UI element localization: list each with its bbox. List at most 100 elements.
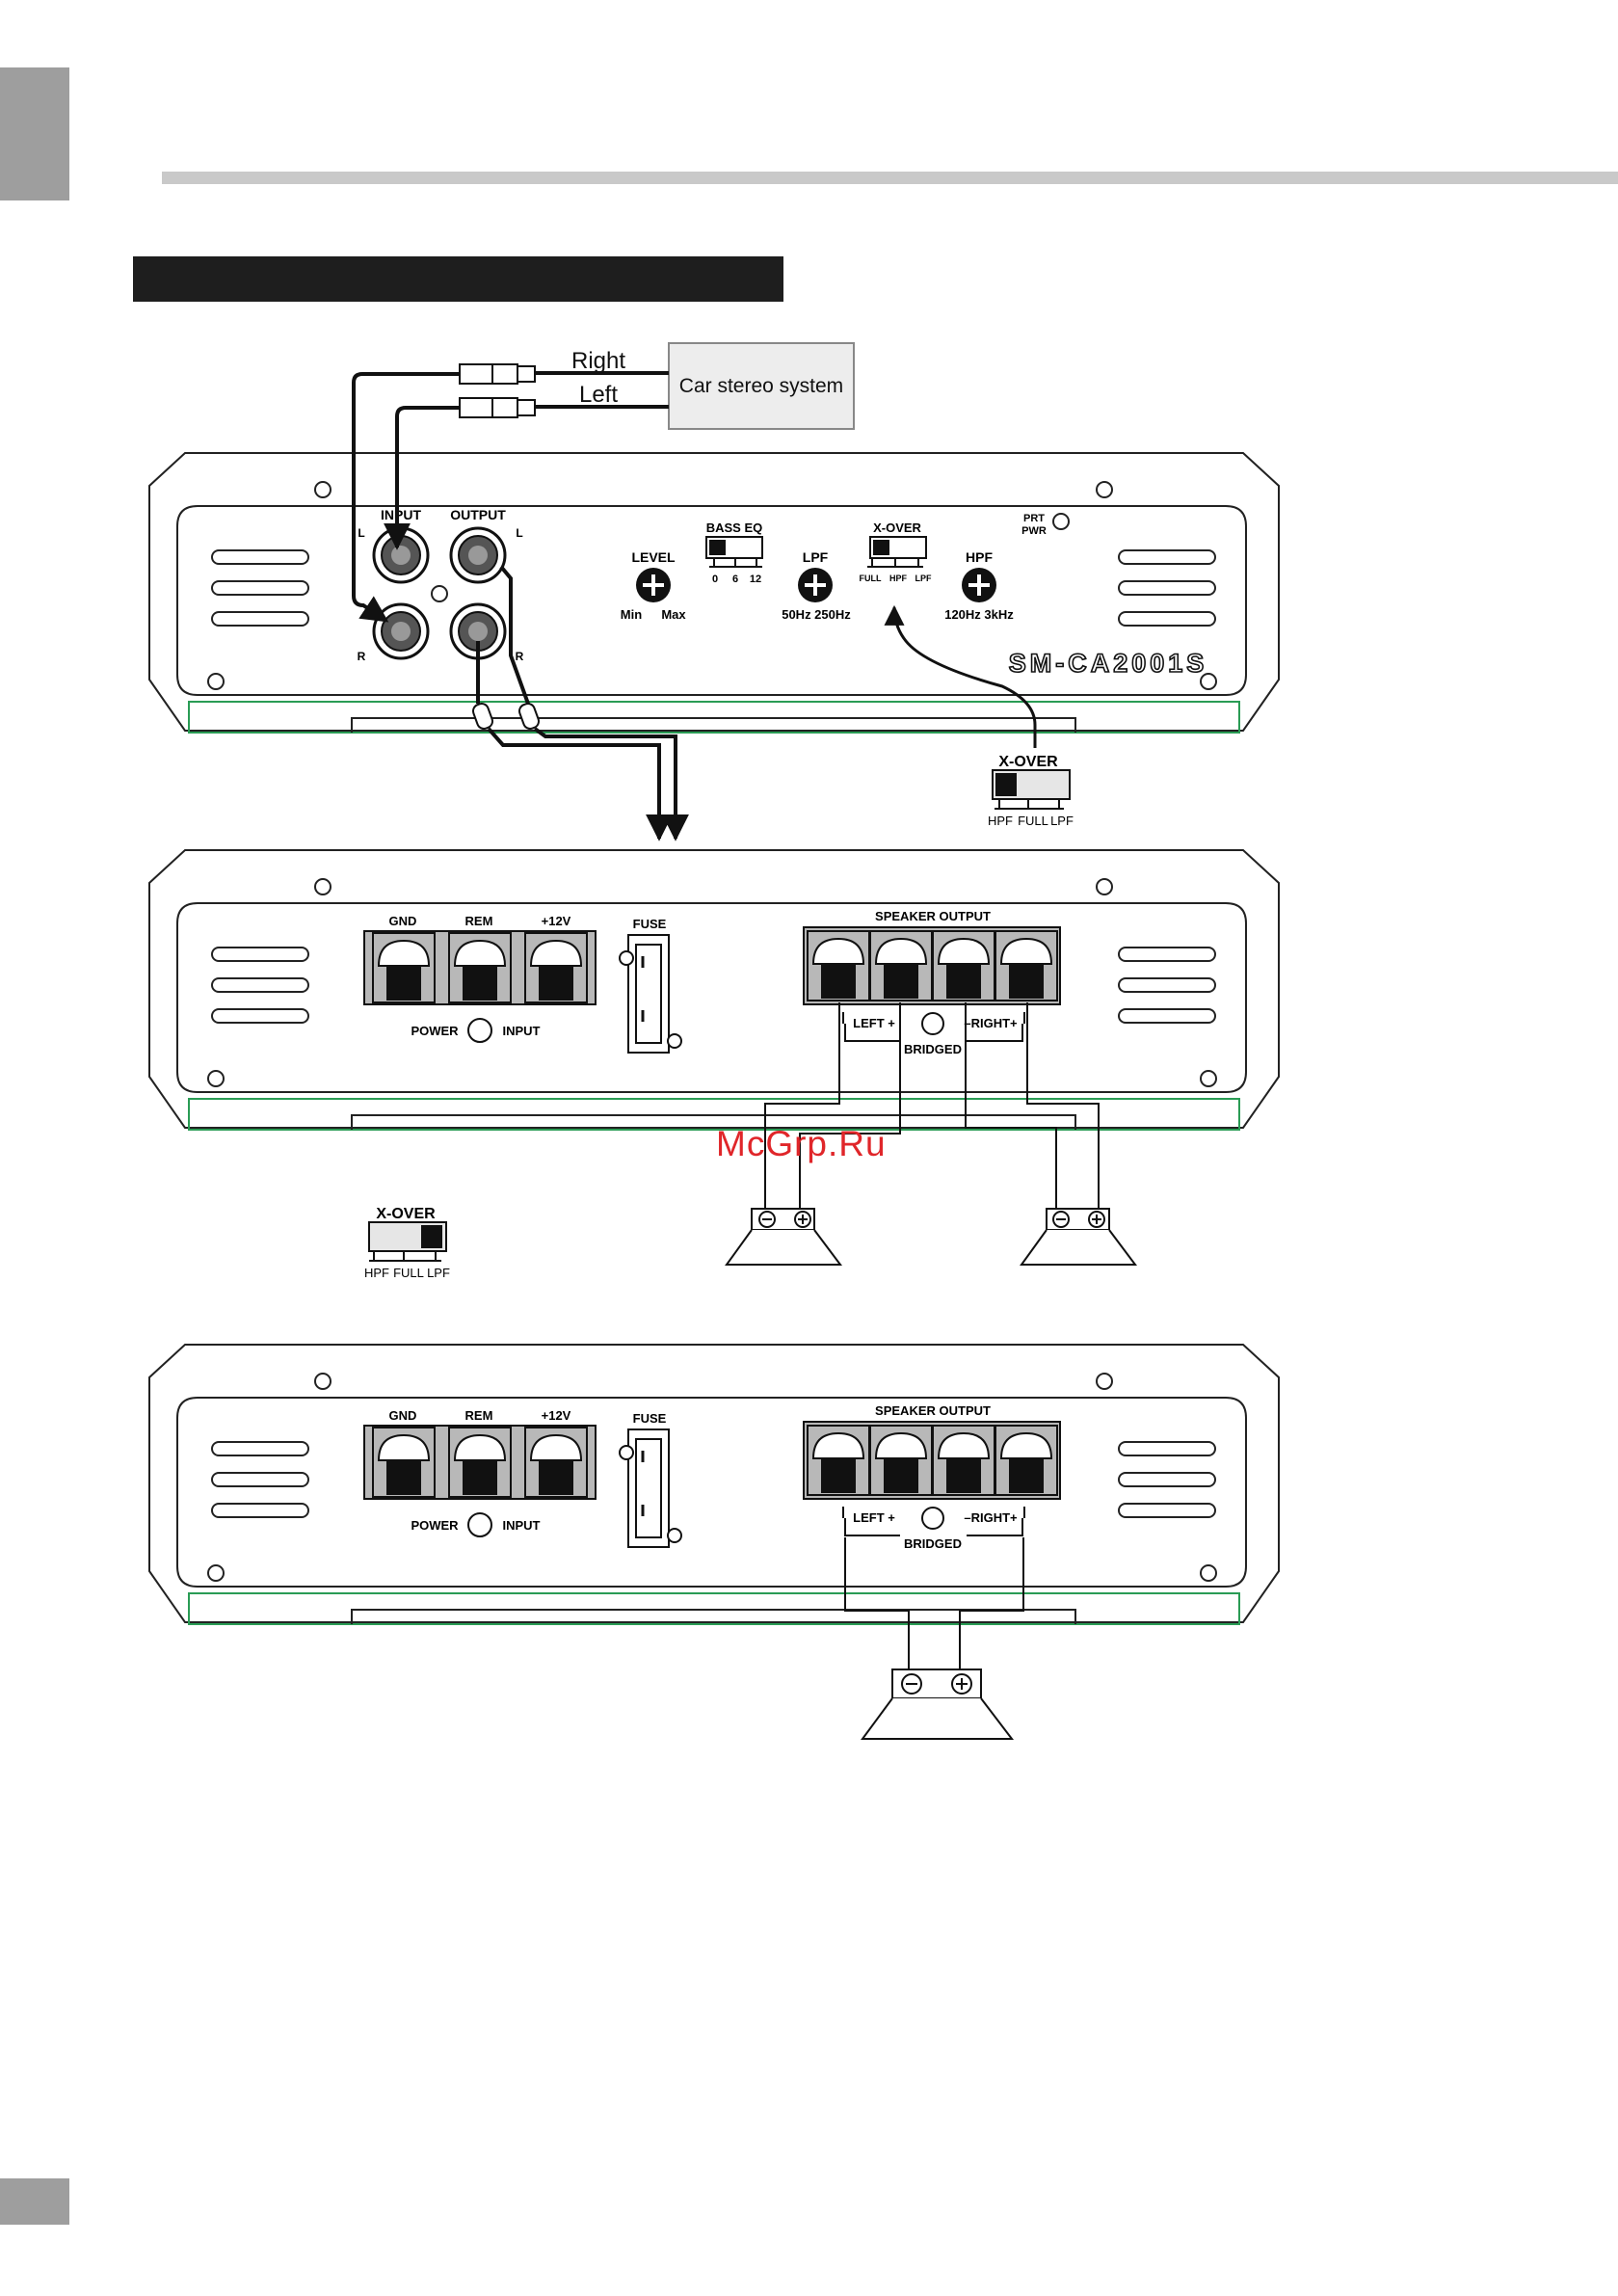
speaker-right-icon xyxy=(1020,1208,1137,1266)
xover-label: X-OVER xyxy=(873,521,921,535)
bridged-led xyxy=(921,1012,944,1035)
input-r-jack xyxy=(372,602,430,660)
header-rule xyxy=(162,172,1618,184)
rca-out-plug-1-icon xyxy=(472,703,493,730)
bridged-plus-wire xyxy=(959,1537,1024,1669)
speaker-output-label: SPEAKER OUTPUT xyxy=(875,909,991,923)
page-tab-top xyxy=(0,67,69,200)
rca-plug-right-icon xyxy=(448,363,536,385)
left-plus-wire xyxy=(799,1002,901,1209)
amp-power-panel-2: GND REM +12V POWER INPUT FUSE SPEAKER OU… xyxy=(149,1345,1279,1624)
output-cable-down-1 xyxy=(487,727,673,841)
bass-eq-label: BASS EQ xyxy=(706,521,763,535)
power-led xyxy=(467,1018,492,1043)
v12-label: +12V xyxy=(542,914,571,928)
output-l-jack xyxy=(449,526,507,584)
xover-switch-2: X-OVER HPF FULL LPF xyxy=(364,1206,450,1280)
watermark: McGrp.Ru xyxy=(716,1124,887,1163)
bridged-label: BRIDGED xyxy=(904,1042,962,1056)
bass-eq-0: 0 xyxy=(712,574,718,585)
xover-switch-2-label: X-OVER xyxy=(376,1206,436,1222)
xover-switch-panel xyxy=(867,536,927,568)
lpf-range: 50Hz 250Hz xyxy=(782,607,851,622)
xover-switch-2-hpf: HPF xyxy=(364,1266,389,1280)
page-tab-bottom xyxy=(0,2178,69,2225)
prt-label: PRT xyxy=(1023,513,1045,524)
xover-callout-arrow xyxy=(884,604,1037,748)
input-l-jack xyxy=(372,526,430,584)
cable-right-label: Right xyxy=(571,348,625,374)
input-power-label-2: INPUT xyxy=(503,1518,541,1533)
right-label: –RIGHT+ xyxy=(964,1016,1018,1030)
level-min: Min xyxy=(621,607,642,622)
bass-eq-6: 6 xyxy=(732,574,738,585)
cable-right-to-input xyxy=(352,372,448,623)
brand-model: SM-CA2001S xyxy=(1009,649,1208,678)
rca-plug-left-icon xyxy=(448,397,536,418)
fuse-label: FUSE xyxy=(633,917,667,931)
left-label-2: LEFT + xyxy=(853,1510,895,1525)
gnd-label-2: GND xyxy=(389,1408,417,1423)
xover-full: FULL xyxy=(860,574,882,583)
hpf-label: HPF xyxy=(966,549,993,565)
left-label: LEFT + xyxy=(853,1016,895,1030)
rem-label: REM xyxy=(465,914,493,928)
fuse-label-2: FUSE xyxy=(633,1411,667,1426)
right-label-2: –RIGHT+ xyxy=(964,1510,1018,1525)
input-power-label: INPUT xyxy=(503,1024,541,1038)
right-minus-wire xyxy=(965,1002,1057,1209)
output-cable-down-2 xyxy=(533,727,689,841)
hpf-range: 120Hz 3kHz xyxy=(944,607,1014,622)
car-stereo-box xyxy=(668,342,855,430)
power-label: POWER xyxy=(411,1024,459,1038)
xover-switch-1-label: X-OVER xyxy=(998,754,1058,770)
xover-lpf: LPF xyxy=(915,574,933,583)
input-label: INPUT xyxy=(381,507,421,522)
status-led xyxy=(1052,513,1070,530)
output-r-label: R xyxy=(516,650,524,663)
power-label-2: POWER xyxy=(411,1518,459,1533)
level-label: LEVEL xyxy=(631,549,676,565)
fuse-icon xyxy=(619,934,682,1054)
xover-switch-2-full: FULL xyxy=(393,1266,424,1280)
xover-switch-1: X-OVER HPF FULL LPF xyxy=(988,754,1074,828)
left-minus-wire xyxy=(764,1002,840,1209)
xover-hpf: HPF xyxy=(889,574,908,583)
output-l-label: L xyxy=(516,526,522,540)
bridged-minus-wire xyxy=(844,1537,910,1669)
cable-left-label: Left xyxy=(579,382,618,408)
section-title-bar xyxy=(133,256,783,302)
jack-indicator xyxy=(431,585,448,602)
fuse-icon-2 xyxy=(619,1428,682,1548)
xover-switch-1-hpf: HPF xyxy=(988,814,1013,828)
speaker-left-icon xyxy=(725,1208,842,1266)
amp-input-panel: SM-CA2001S INPUT OUTPUT L L R R LEVEL Mi… xyxy=(149,453,1279,733)
rca-out-plug-2-icon xyxy=(518,703,540,730)
pwr-label: PWR xyxy=(1021,525,1047,537)
hpf-knob-icon xyxy=(962,568,996,602)
rem-label-2: REM xyxy=(465,1408,493,1423)
cable-left-to-input xyxy=(384,406,448,550)
bass-eq-12: 12 xyxy=(750,574,761,585)
output-label: OUTPUT xyxy=(450,507,506,522)
level-knob-icon xyxy=(636,568,671,602)
right-plus-wire xyxy=(1026,1002,1100,1209)
xover-switch-1-lpf: LPF xyxy=(1050,814,1074,828)
lpf-knob-icon xyxy=(798,568,833,602)
xover-switch-2-lpf: LPF xyxy=(427,1266,450,1280)
speaker-output-label-2: SPEAKER OUTPUT xyxy=(875,1403,991,1418)
amp-power-panel-1: GND REM +12V POWER INPUT FUSE SPEAKER OU… xyxy=(149,850,1279,1130)
car-stereo-label: Car stereo system xyxy=(679,375,843,397)
xover-switch-1-full: FULL xyxy=(1018,814,1048,828)
input-l-label: L xyxy=(358,526,364,540)
bridged-led-2 xyxy=(921,1507,944,1530)
gnd-label: GND xyxy=(389,914,417,928)
input-r-label: R xyxy=(358,650,366,663)
lpf-label: LPF xyxy=(803,549,829,565)
level-max: Max xyxy=(661,607,686,622)
bass-eq-switch xyxy=(705,536,763,568)
power-led-2 xyxy=(467,1512,492,1537)
bridged-label-2: BRIDGED xyxy=(904,1536,962,1551)
output-l-cable xyxy=(499,565,530,705)
